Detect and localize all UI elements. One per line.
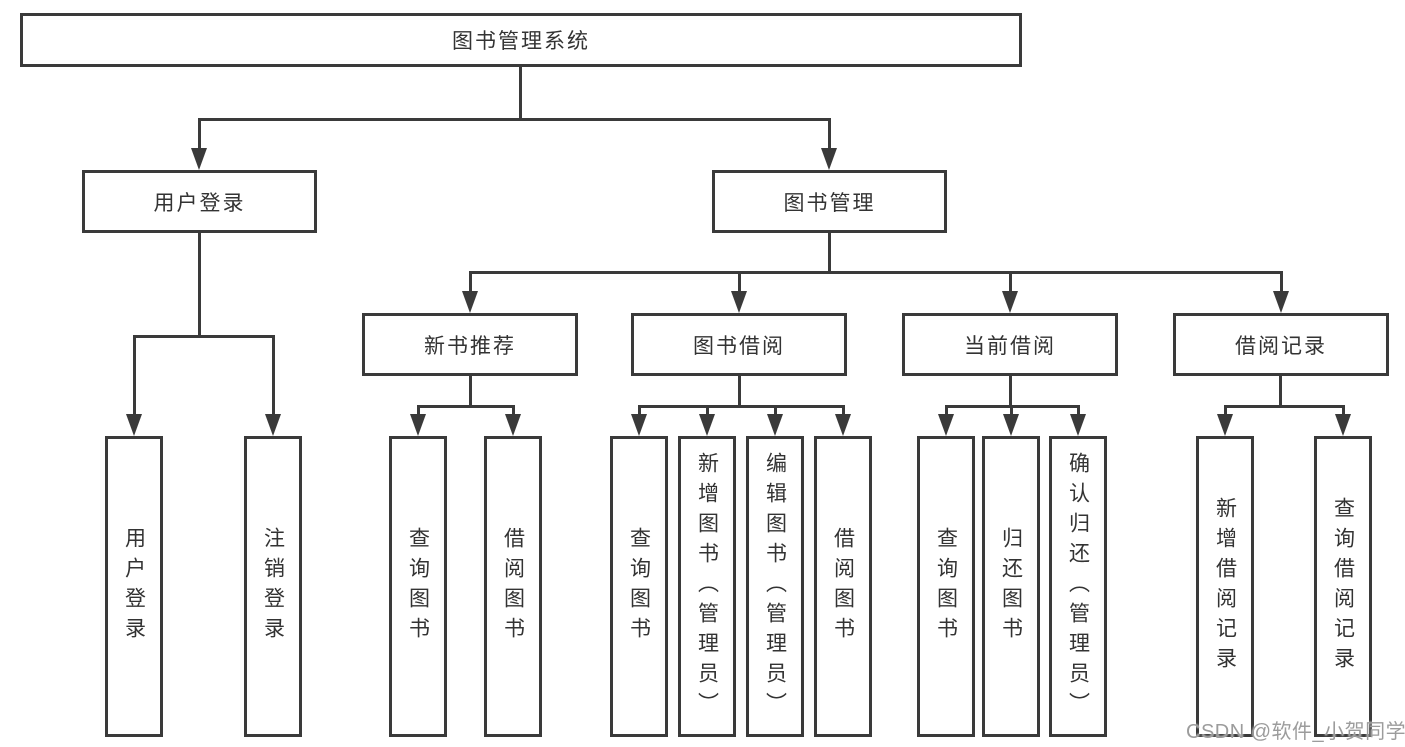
- node-new-book-recommend-label: 新书推荐: [424, 334, 516, 358]
- leaf-current-query-book: 查询图书: [917, 436, 975, 737]
- arrow-to-borrow-borrow-book: [835, 405, 851, 436]
- arrow-to-recommend-borrow-book: [505, 405, 521, 436]
- leaf-borrow-edit-book-admin: 编辑图书（管理员）: [746, 436, 804, 737]
- arrow-to-current-confirm-return: [1070, 405, 1086, 436]
- connector-book-borrow-branch: [638, 405, 844, 408]
- node-root: 图书管理系统: [20, 13, 1022, 67]
- leaf-borrow-add-book-admin: 新增图书（管理员）: [678, 436, 736, 737]
- arrow-to-user-login: [191, 118, 207, 170]
- arrow-to-borrow-add-book: [699, 405, 715, 436]
- connector-user-login-branch: [133, 335, 275, 338]
- leaf-borrow-query-book-label: 查询图书: [627, 526, 651, 647]
- arrow-to-current-return-book: [1003, 405, 1019, 436]
- node-book-borrow: 图书借阅: [631, 313, 847, 376]
- node-borrow-records-label: 借阅记录: [1235, 334, 1327, 358]
- connector-new-book-recommend-branch: [417, 405, 514, 408]
- arrow-to-book-borrow: [731, 271, 747, 313]
- arrow-to-leaf-logout: [265, 335, 281, 436]
- leaf-borrow-add-book-admin-label: 新增图书（管理员）: [695, 451, 719, 722]
- connector-root-branch: [198, 118, 831, 121]
- node-borrow-records: 借阅记录: [1173, 313, 1389, 376]
- leaf-current-confirm-return-admin: 确认归还（管理员）: [1049, 436, 1107, 737]
- leaf-current-return-book-label: 归还图书: [999, 526, 1023, 647]
- arrow-to-borrow-records: [1273, 271, 1289, 313]
- leaf-records-query-record-label: 查询借阅记录: [1331, 496, 1355, 677]
- leaf-records-query-record: 查询借阅记录: [1314, 436, 1372, 737]
- node-book-borrow-label: 图书借阅: [693, 334, 785, 358]
- arrow-to-borrow-edit-book: [767, 405, 783, 436]
- arrow-to-current-borrow: [1002, 271, 1018, 313]
- leaf-records-add-record-label: 新增借阅记录: [1213, 496, 1237, 677]
- leaf-borrow-borrow-book-label: 借阅图书: [831, 526, 855, 647]
- node-root-label: 图书管理系统: [452, 30, 590, 53]
- node-user-login: 用户登录: [82, 170, 317, 233]
- arrow-to-borrow-query-book: [631, 405, 647, 436]
- leaf-logout: 注销登录: [244, 436, 302, 737]
- connector-user-login-trunk: [198, 233, 201, 335]
- leaf-logout-label: 注销登录: [261, 526, 285, 647]
- leaf-borrow-edit-book-admin-label: 编辑图书（管理员）: [763, 451, 787, 722]
- connector-book-management-branch: [469, 271, 1283, 274]
- arrow-to-new-book-recommend: [462, 271, 478, 313]
- node-current-borrow-label: 当前借阅: [964, 334, 1056, 358]
- leaf-recommend-query-book: 查询图书: [389, 436, 447, 737]
- arrow-to-leaf-user-login: [126, 335, 142, 436]
- leaf-borrow-query-book: 查询图书: [610, 436, 668, 737]
- leaf-current-confirm-return-admin-label: 确认归还（管理员）: [1066, 451, 1090, 722]
- arrow-to-book-management: [821, 118, 837, 170]
- node-current-borrow: 当前借阅: [902, 313, 1118, 376]
- leaf-user-login: 用户登录: [105, 436, 163, 737]
- leaf-recommend-borrow-book-label: 借阅图书: [501, 526, 525, 647]
- watermark: CSDN @软件_小贺同学: [1186, 721, 1405, 743]
- leaf-borrow-borrow-book: 借阅图书: [814, 436, 872, 737]
- connector-borrow-records-branch: [1224, 405, 1344, 408]
- arrow-to-records-add-record: [1217, 405, 1233, 436]
- leaf-recommend-borrow-book: 借阅图书: [484, 436, 542, 737]
- connector-current-borrow-trunk: [1009, 376, 1012, 405]
- connector-root-trunk: [519, 67, 522, 118]
- arrow-to-records-query-record: [1335, 405, 1351, 436]
- node-new-book-recommend: 新书推荐: [362, 313, 578, 376]
- leaf-recommend-query-book-label: 查询图书: [406, 526, 430, 647]
- leaf-user-login-label: 用户登录: [122, 526, 146, 647]
- connector-book-management-trunk: [828, 233, 831, 271]
- leaf-records-add-record: 新增借阅记录: [1196, 436, 1254, 737]
- leaf-current-return-book: 归还图书: [982, 436, 1040, 737]
- arrow-to-current-query-book: [938, 405, 954, 436]
- node-user-login-label: 用户登录: [153, 191, 246, 215]
- arrow-to-recommend-query-book: [410, 405, 426, 436]
- connector-borrow-records-trunk: [1279, 376, 1282, 405]
- connector-book-borrow-trunk: [738, 376, 741, 405]
- leaf-current-query-book-label: 查询图书: [934, 526, 958, 647]
- node-book-management: 图书管理: [712, 170, 947, 233]
- connector-new-book-recommend-trunk: [469, 376, 472, 405]
- node-book-management-label: 图书管理: [783, 191, 876, 215]
